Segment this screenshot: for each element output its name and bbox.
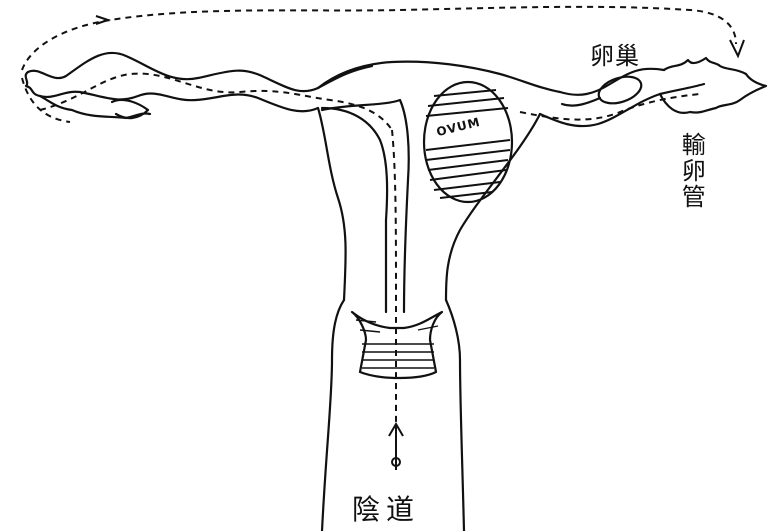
fallopian-tube-label: 輸卵管 — [678, 132, 703, 210]
uterus-left-wall — [318, 108, 346, 300]
left-tube-lower-edge — [40, 92, 318, 112]
left-fimbriae — [26, 72, 150, 118]
uterine-cavity-right — [322, 100, 409, 312]
left-fimbriae-fold — [112, 100, 148, 118]
right-fimbriae — [660, 58, 766, 113]
sperm-path-left-tube — [40, 74, 392, 130]
sperm-path-uterus — [392, 130, 396, 440]
sperm-path-right-tube — [520, 94, 700, 120]
ovum-hatching — [426, 90, 510, 198]
arrows — [96, 16, 744, 470]
arrow-top-right — [730, 40, 744, 56]
uterus-fundus — [318, 62, 560, 92]
uterine-cavity-left — [322, 108, 387, 312]
vagina-left-wall — [322, 300, 344, 531]
ovary-label: 卵巢 — [590, 36, 640, 71]
arrow-top-left — [96, 16, 108, 24]
vagina-right-wall — [446, 300, 464, 531]
arrow-up — [389, 424, 403, 470]
ovary-shape — [595, 72, 644, 108]
ovary-ligament — [562, 98, 600, 106]
right-tube-upper-edge — [560, 69, 664, 95]
vagina-label: 陰道 — [352, 488, 420, 528]
